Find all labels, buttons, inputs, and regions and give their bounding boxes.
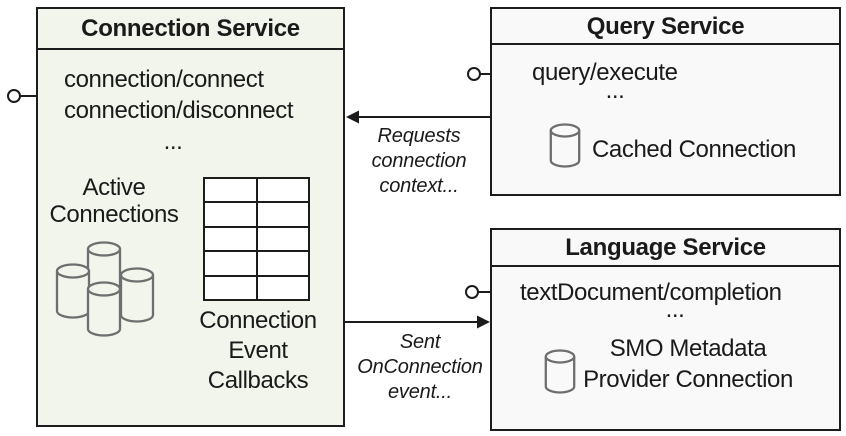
database-cylinder-icon bbox=[119, 267, 155, 323]
callback-table-cell bbox=[257, 252, 308, 275]
connection-service-ellipsis: ... bbox=[163, 128, 183, 155]
cached-connection-label: Cached Connection bbox=[592, 136, 797, 163]
requests-connection-context-label: Requests connection context... bbox=[371, 125, 467, 197]
active-connections-label: Active Connections bbox=[49, 174, 179, 228]
cached-connection-database-icon bbox=[549, 123, 581, 168]
callback-table-cell bbox=[257, 276, 308, 299]
smo-metadata-provider-label: SMO Metadata Provider Connection bbox=[583, 335, 793, 393]
callback-table-cell bbox=[205, 179, 256, 202]
smo-metadata-database-icon bbox=[544, 349, 576, 394]
language-service-title: Language Service bbox=[492, 230, 839, 267]
query-service-box: Query Service query/execute ... Cached C… bbox=[490, 7, 841, 196]
connection-service-title: Connection Service bbox=[38, 9, 343, 50]
query-service-method: query/execute bbox=[532, 59, 678, 86]
callback-table-cell bbox=[257, 179, 308, 202]
language-service-method: textDocument/completion bbox=[520, 279, 782, 306]
query-service-ellipsis: ... bbox=[605, 77, 625, 104]
sent-onconnection-event-label: Sent OnConnection event... bbox=[357, 331, 483, 403]
database-cylinder-icon bbox=[55, 263, 91, 319]
callback-table-cell bbox=[257, 203, 308, 226]
query-service-title: Query Service bbox=[492, 9, 839, 45]
callback-table-cell bbox=[205, 276, 256, 299]
language-service-box: Language Service textDocument/completion… bbox=[490, 228, 841, 431]
callback-table bbox=[203, 177, 310, 301]
sent-onconnection-arrow bbox=[345, 315, 490, 329]
callback-table-cell bbox=[257, 227, 308, 251]
callback-table-cell bbox=[205, 227, 256, 251]
database-cylinder-icon bbox=[86, 281, 122, 337]
callback-table-cell bbox=[205, 203, 256, 226]
connection-service-methods: connection/connect connection/disconnect bbox=[64, 66, 294, 124]
callback-table-cell bbox=[205, 252, 256, 275]
active-connections-databases-icon bbox=[55, 241, 155, 337]
language-service-ellipsis: ... bbox=[665, 296, 685, 323]
connection-service-box: Connection Service connection/connect co… bbox=[36, 7, 345, 427]
connection-event-callbacks-label: Connection Event Callbacks bbox=[199, 307, 317, 394]
requests-connection-arrow bbox=[346, 110, 490, 124]
